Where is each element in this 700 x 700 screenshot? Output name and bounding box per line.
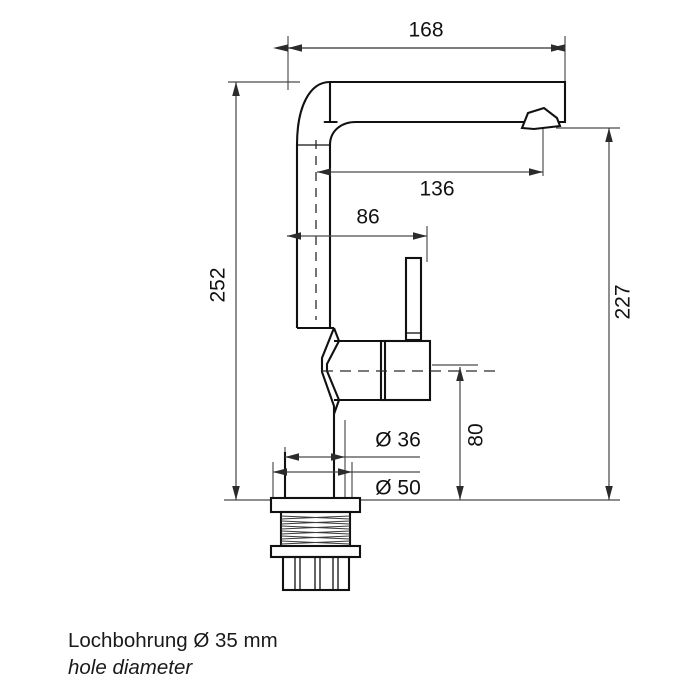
lower-tube: [281, 555, 351, 592]
body-tail-left: [333, 399, 340, 415]
lower-tube-ribs: [294, 557, 339, 590]
handle-lever: [404, 256, 423, 342]
caption-english: hole diameter: [68, 656, 193, 679]
spout-inner-radius: [328, 120, 522, 146]
base-flange-plate: [269, 496, 362, 514]
extension-lines: [224, 36, 620, 501]
dimension-diameter-50: Ø 50: [273, 468, 421, 500]
dimension-136: 136: [317, 168, 543, 201]
dimension-168-label: 168: [408, 19, 443, 42]
dimension-86-label: 86: [356, 206, 379, 229]
spout-outer-curve: [295, 80, 331, 146]
dimension-168: 168: [273, 19, 565, 52]
body-left-chevron-outer: [320, 327, 336, 414]
body-shoulder-left: [333, 327, 340, 342]
dimension-252: 252: [207, 82, 240, 500]
dimension-80-label: 80: [465, 423, 488, 446]
dimension-227-label: 227: [612, 284, 635, 319]
dimension-80: 80: [456, 367, 488, 500]
aerator-nozzle: [520, 106, 562, 131]
mounting-nut-plate: [269, 544, 362, 559]
dimension-diameter-36-label: Ø 36: [375, 429, 421, 452]
dimension-86: 86: [287, 206, 427, 240]
dimension-136-label: 136: [419, 178, 454, 201]
dimension-252-label: 252: [207, 267, 230, 302]
dimension-diameter-36: Ø 36: [285, 429, 421, 461]
dimension-227: 227: [605, 128, 635, 500]
thread-hatching: [280, 515, 351, 545]
caption-german: Lochbohrung Ø 35 mm: [68, 629, 278, 652]
dimension-diameter-50-label: Ø 50: [375, 477, 421, 500]
faucet-body-geometry: [269, 80, 567, 592]
body-left-chevron-inner: [325, 340, 340, 401]
